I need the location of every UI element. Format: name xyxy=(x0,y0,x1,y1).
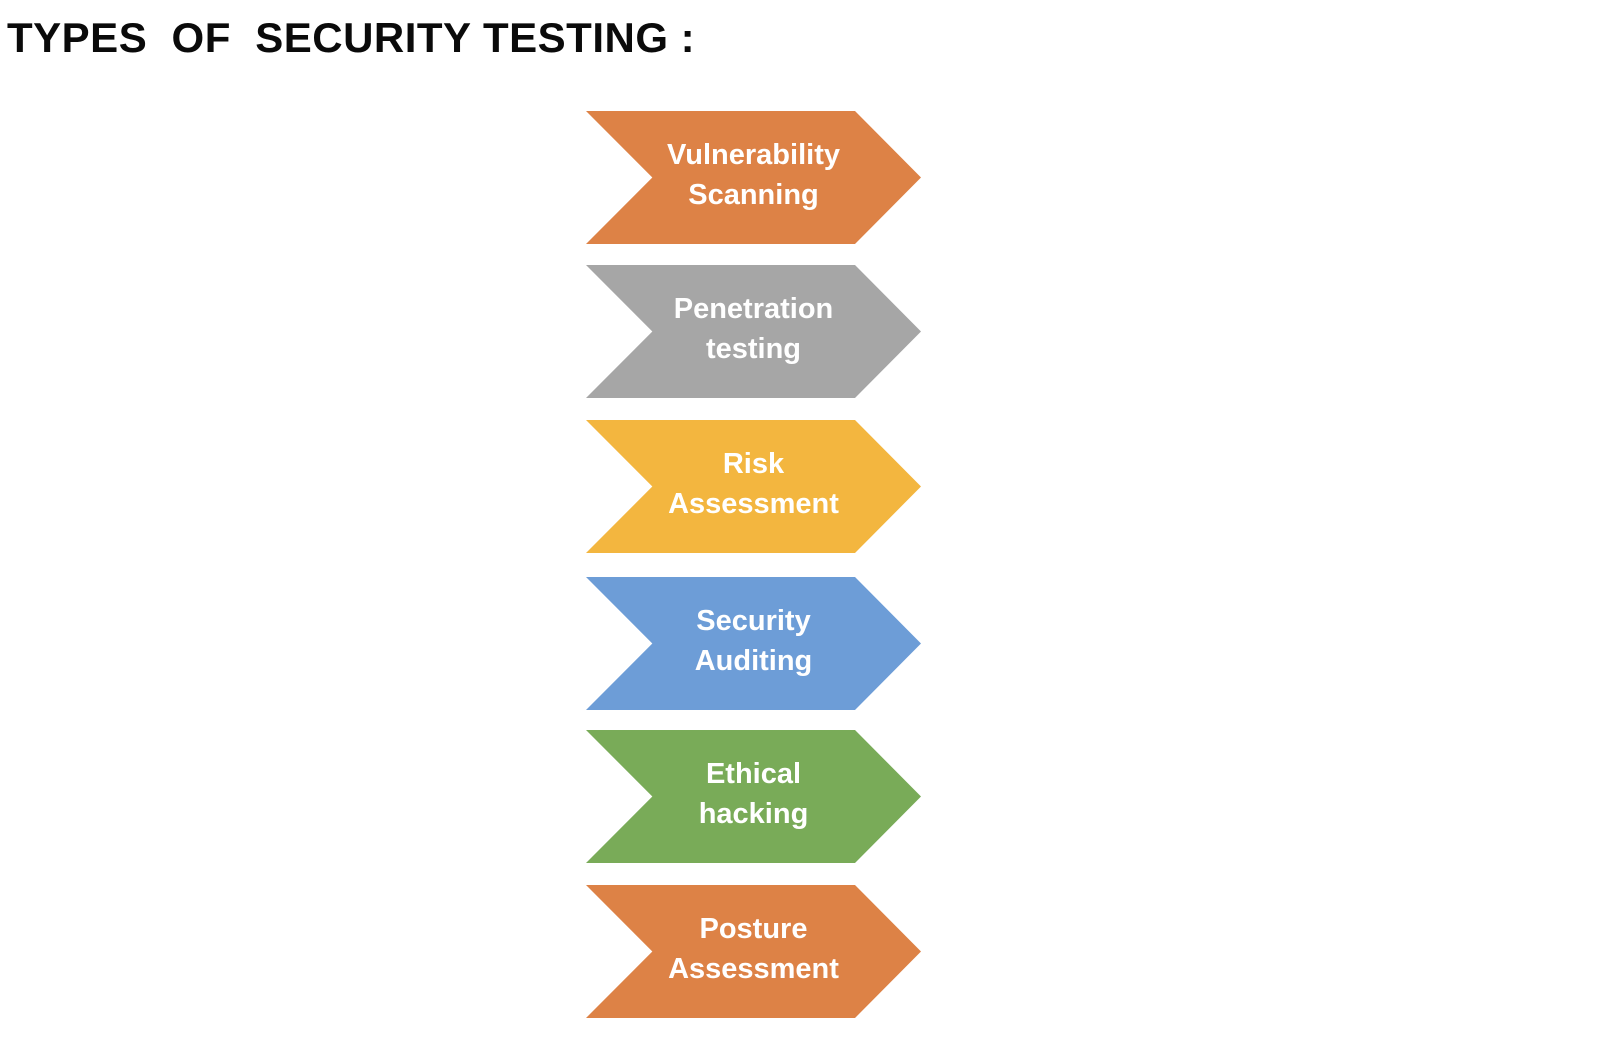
arrow-ethical-hacking: Ethical hacking xyxy=(586,730,921,863)
arrow-label-line: Scanning xyxy=(688,178,819,211)
arrow-label-line: Security xyxy=(696,604,811,637)
arrow-label-line: hacking xyxy=(698,797,809,830)
arrow-penetration-testing: Penetration testing xyxy=(586,265,921,398)
page-title: TYPES OF SECURITY TESTING : xyxy=(7,14,696,61)
arrow-label-line: Auditing xyxy=(694,644,813,677)
arrow-vulnerability-scanning: Vulnerability Scanning xyxy=(586,111,921,244)
arrow-security-auditing: Security Auditing xyxy=(586,577,921,710)
arrow-label-line: Penetration xyxy=(673,292,834,325)
arrow-posture-assessment: Posture Assessment xyxy=(586,885,921,1018)
arrow-label-line: Vulnerability xyxy=(667,138,840,171)
arrow-risk-assessment: Risk Assessment xyxy=(586,420,921,553)
arrow-label-line: Assessment xyxy=(668,487,839,520)
arrow-label-line: testing xyxy=(705,332,802,365)
arrow-label-line: Assessment xyxy=(668,952,839,985)
arrow-label-line: Risk xyxy=(722,447,785,480)
arrow-label-line: Ethical xyxy=(705,757,802,790)
arrow-label-line: Posture xyxy=(699,912,808,945)
